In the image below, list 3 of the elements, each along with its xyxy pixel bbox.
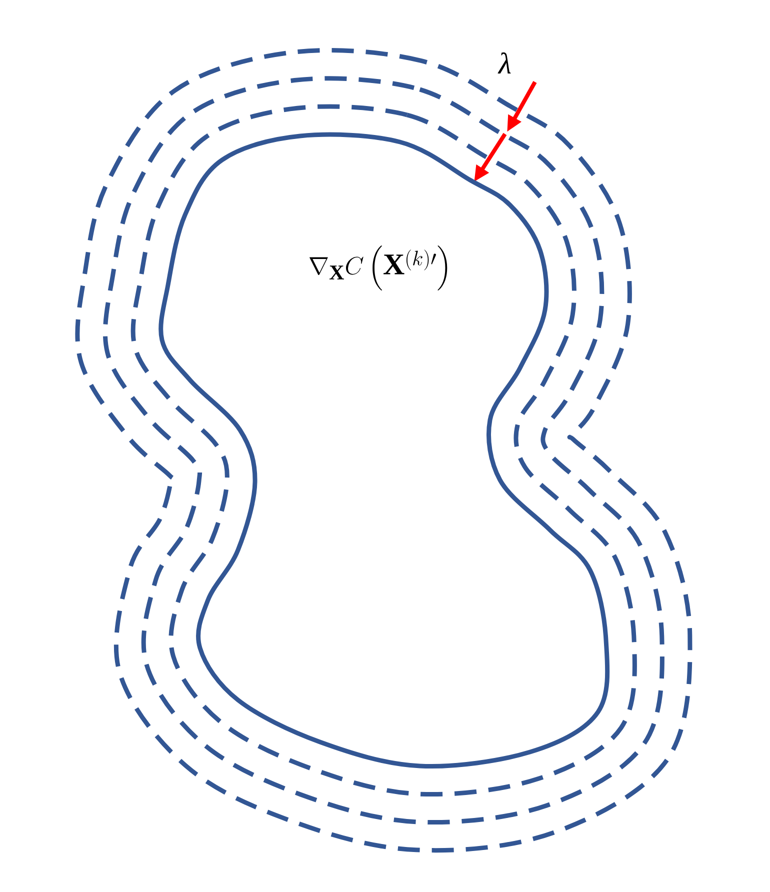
symbol-label: λ bbox=[498, 52, 511, 74]
formula: $\nabla_{\mathbf{X}} C\left(\mathbf{X}^{(k)\prime}\right)$ bbox=[310, 246, 448, 290]
outline-shape bbox=[158, 132, 610, 768]
